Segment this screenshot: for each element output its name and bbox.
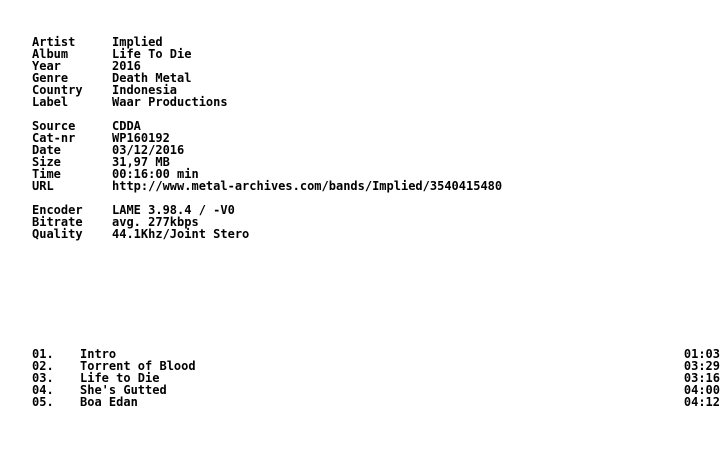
track-duration: 04:00	[683, 383, 720, 397]
meta-label: Year	[32, 59, 61, 73]
track-duration: 03:29	[683, 359, 720, 373]
meta-row-artist: Artist Implied	[32, 36, 228, 48]
meta-label: URL	[32, 179, 54, 193]
meta-label: Album	[32, 47, 69, 61]
meta-label: Size	[32, 155, 61, 169]
meta-row-encoder: Encoder LAME 3.98.4 / -V0	[32, 204, 249, 216]
track-number: 03.	[32, 371, 54, 385]
meta-row-source: Source CDDA	[32, 120, 502, 132]
meta-value: CDDA	[112, 119, 141, 133]
meta-row-year: Year 2016	[32, 60, 228, 72]
meta-row-date: Date 03/12/2016	[32, 144, 502, 156]
track-number: 02.	[32, 359, 54, 373]
meta-row-label: Label Waar Productions	[32, 96, 228, 108]
meta-row-cat-nr: Cat-nr WP160192	[32, 132, 502, 144]
meta-row-time: Time 00:16:00 min	[32, 168, 502, 180]
meta-label: Bitrate	[32, 215, 83, 229]
track-number: 05.	[32, 395, 54, 409]
meta-label: Source	[32, 119, 76, 133]
meta-label: Time	[32, 167, 61, 181]
meta-label: Label	[32, 95, 69, 109]
meta-value: avg. 277kbps	[112, 215, 199, 229]
meta-label: Genre	[32, 71, 69, 85]
release-info: Artist Implied Album Life To Die Year 20…	[32, 36, 228, 108]
meta-label: Date	[32, 143, 61, 157]
meta-label: Quality	[32, 227, 83, 241]
track-row: 05. Boa Edan 04:12	[32, 396, 720, 408]
track-title: Life to Die	[80, 371, 160, 385]
meta-label: Artist	[32, 35, 76, 49]
meta-value: 00:16:00 min	[112, 167, 199, 181]
track-title: Torrent of Blood	[80, 359, 196, 373]
track-duration: 03:16	[683, 371, 720, 385]
meta-row-country: Country Indonesia	[32, 84, 228, 96]
track-duration: 01:03	[683, 347, 720, 361]
track-row: 04. She's Gutted 04:00	[32, 384, 720, 396]
meta-row-url: URL http://www.metal-archives.com/bands/…	[32, 180, 502, 192]
encoding-info: Encoder LAME 3.98.4 / -V0 Bitrate avg. 2…	[32, 204, 249, 240]
track-title: She's Gutted	[80, 383, 167, 397]
meta-value: 44.1Khz/Joint Stero	[112, 227, 250, 241]
meta-value: Waar Productions	[112, 95, 228, 109]
meta-row-genre: Genre Death Metal	[32, 72, 228, 84]
meta-value: Life To Die	[112, 47, 192, 61]
track-title: Boa Edan	[80, 395, 138, 409]
track-row: 02. Torrent of Blood 03:29	[32, 360, 720, 372]
meta-row-album: Album Life To Die	[32, 48, 228, 60]
meta-label: Encoder	[32, 203, 83, 217]
meta-value: 03/12/2016	[112, 143, 185, 157]
source-info: Source CDDA Cat-nr WP160192 Date 03/12/2…	[32, 120, 502, 192]
track-row: 01. Intro 01:03	[32, 348, 720, 360]
meta-value: 31,97 MB	[112, 155, 170, 169]
track-row: 03. Life to Die 03:16	[32, 372, 720, 384]
meta-label: Cat-nr	[32, 131, 76, 145]
meta-value: WP160192	[112, 131, 170, 145]
meta-label: Country	[32, 83, 83, 97]
meta-row-size: Size 31,97 MB	[32, 156, 502, 168]
meta-value: LAME 3.98.4 / -V0	[112, 203, 235, 217]
url-text: http://www.metal-archives.com/bands/Impl…	[112, 179, 503, 193]
meta-value: Indonesia	[112, 83, 178, 97]
tracklist: 01. Intro 01:03 02. Torrent of Blood 03:…	[32, 348, 720, 408]
meta-value: 2016	[112, 59, 141, 73]
meta-value: Death Metal	[112, 71, 192, 85]
meta-row-quality: Quality 44.1Khz/Joint Stero	[32, 228, 249, 240]
track-duration: 04:12	[683, 395, 720, 409]
track-title: Intro	[80, 347, 117, 361]
track-number: 01.	[32, 347, 54, 361]
track-number: 04.	[32, 383, 54, 397]
meta-value: Implied	[112, 35, 163, 49]
meta-row-bitrate: Bitrate avg. 277kbps	[32, 216, 249, 228]
